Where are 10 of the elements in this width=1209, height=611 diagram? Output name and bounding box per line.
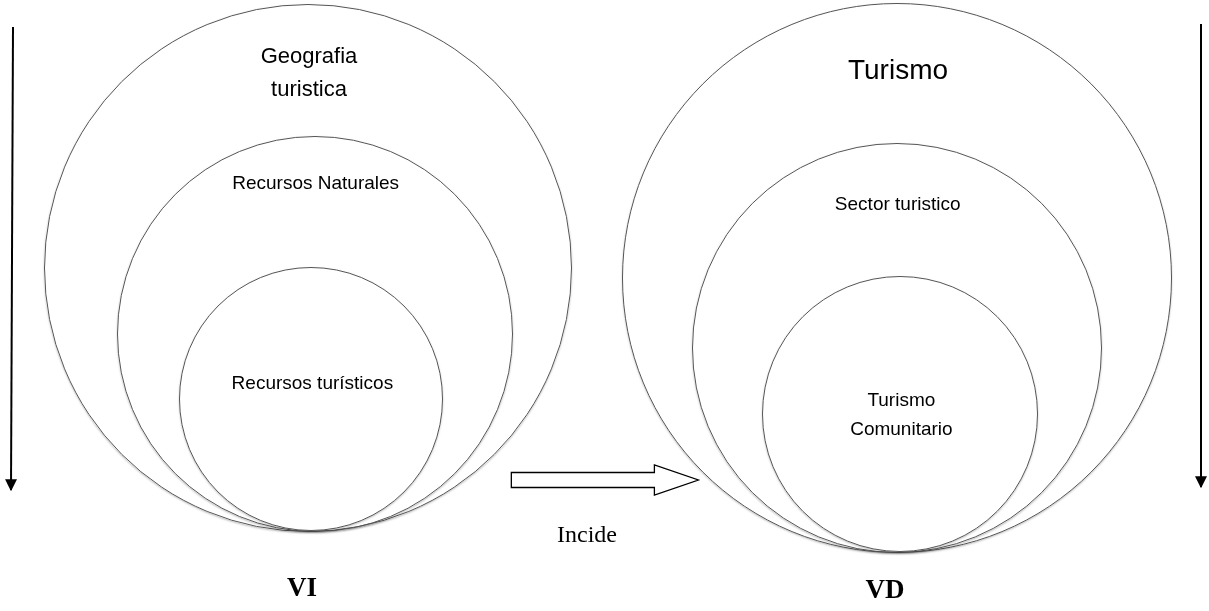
circle-label: Geografia turistica [259, 42, 359, 103]
variable-label: VD [865, 574, 905, 605]
circle-label: Recursos Naturales [231, 170, 401, 195]
circle-label: Recursos turísticos [230, 371, 395, 396]
variable-label: VI [287, 572, 317, 603]
circle-label: Turismo Comunitario [849, 388, 954, 441]
circle-label: Sector turistico [833, 191, 962, 216]
circle-label: Turismo [846, 53, 950, 87]
block-arrow [510, 464, 701, 496]
edge-label: Incide [557, 521, 617, 548]
